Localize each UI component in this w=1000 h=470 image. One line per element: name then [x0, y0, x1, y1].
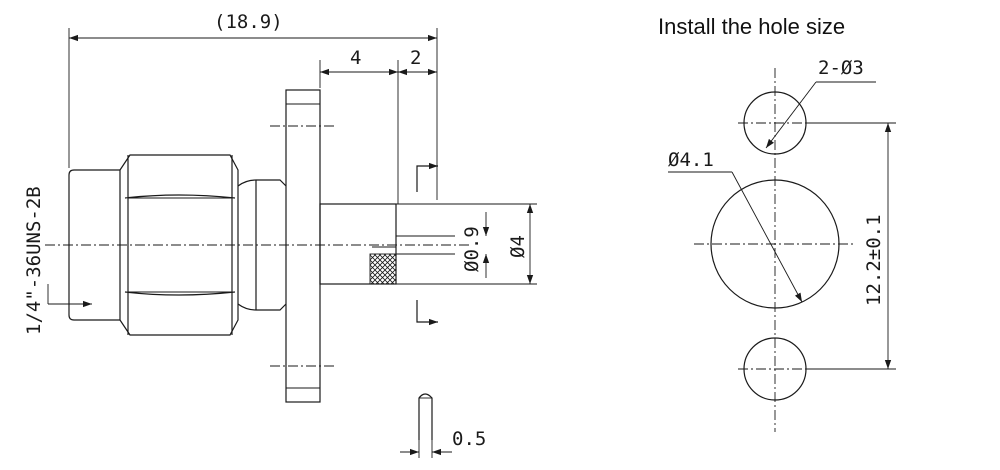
threaded-nose: [68, 169, 121, 321]
dielectric-diameter-label: Ø4: [507, 235, 529, 258]
dim-face-offsets: 4 2: [319, 47, 437, 204]
hex-nut: [119, 154, 239, 336]
hole-spacing-label: 12.2±0.1: [863, 214, 885, 306]
dielectric-hatch: [369, 253, 397, 285]
hole-spacing-dimension: 12.2±0.1: [806, 122, 896, 370]
face-step-label: 2: [410, 47, 421, 69]
flange: [270, 89, 336, 403]
neck: [237, 179, 287, 311]
pin-step-label: 0.5: [452, 428, 486, 450]
dim-pin-step: 0.5: [400, 393, 486, 458]
center-hole-callout: Ø4.1: [668, 149, 803, 303]
thread-callout: 1/4"-36UNS-2B: [23, 186, 92, 335]
section-marks: [416, 162, 438, 326]
thread-label: 1/4"-36UNS-2B: [23, 186, 45, 335]
hole-layout-title: Install the hole size: [658, 14, 845, 39]
side-view: (18.9) 4 2 Ø0.9 Ø4 1/4"-36UNS-2B: [23, 11, 537, 458]
dim-dielectric-diameter: Ø4: [507, 204, 534, 284]
rear-body: [319, 203, 537, 285]
dim-pin-diameter: Ø0.9: [461, 212, 490, 278]
mount-holes-label: 2-Ø3: [818, 57, 864, 79]
mount-hole-callout: 2-Ø3: [765, 57, 876, 149]
pin-diameter-label: Ø0.9: [461, 226, 483, 272]
hole-layout: Install the hole size 2-Ø3 Ø4.1 12.2±0.1: [658, 14, 896, 432]
dim-overall-length: (18.9): [68, 11, 438, 200]
center-hole: [710, 179, 840, 309]
overall-length-label: (18.9): [214, 11, 283, 33]
flange-to-face-label: 4: [350, 47, 361, 69]
center-hole-label: Ø4.1: [668, 149, 714, 171]
